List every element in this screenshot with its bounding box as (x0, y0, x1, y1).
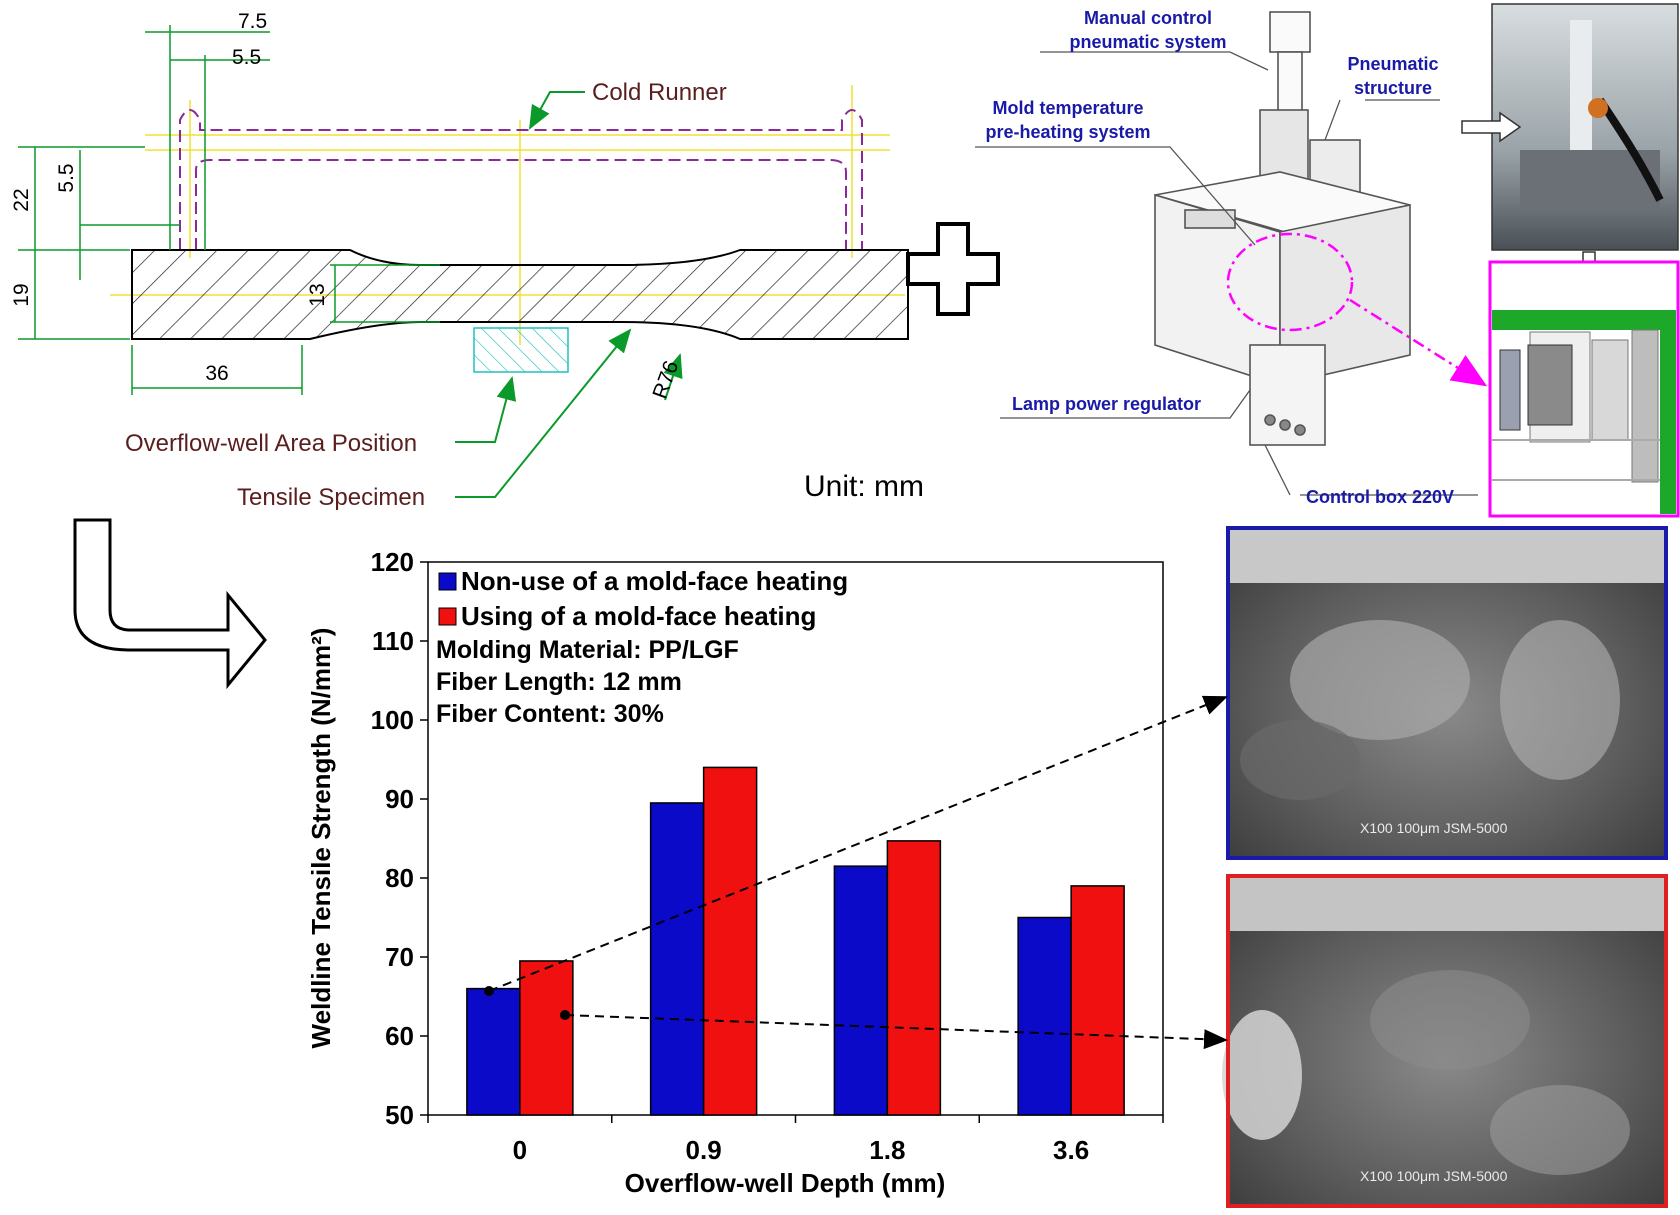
overflow-well-shape (473, 327, 569, 373)
bar-chart: 50 60 70 80 90 100 110 120 0 0.9 1.8 3.6 Weldline … (306, 547, 1164, 1198)
y-tick-label: 90 (385, 784, 414, 814)
bars (466, 766, 1125, 1116)
bar-heating (1070, 885, 1125, 1116)
zoom-pointer (1349, 298, 1488, 387)
dim-5-5-top: 5.5 (232, 46, 261, 69)
legend-swatch-0 (438, 572, 457, 591)
y-tick-label: 110 (372, 626, 414, 656)
tensile-specimen-label: Tensile Specimen (237, 484, 425, 511)
annotation-material: Molding Material: PP/LGF (436, 636, 739, 664)
sem-image-top: X100 100μm JSM-5000 (1226, 526, 1668, 860)
bar-heating (519, 960, 574, 1116)
apparatus-drawing (1154, 11, 1411, 446)
dim-22: 22 (10, 188, 33, 211)
legend-label-0: Non-use of a mold-face heating (461, 566, 848, 596)
legend: Non-use of a mold-face heating Using of … (438, 566, 848, 631)
cold-runner-label: Cold Runner (592, 79, 727, 106)
y-tick-label: 50 (385, 1100, 414, 1130)
annotation-fiber-content: Fiber Content: 30% (436, 700, 664, 728)
y-tick-label: 120 (371, 547, 414, 577)
x-axis-label: Overflow-well Depth (mm) (625, 1168, 946, 1198)
unit-label: Unit: mm (804, 470, 924, 503)
bar-non-heating (1017, 916, 1072, 1116)
y-tick-label: 70 (385, 942, 414, 972)
bar-non-heating (833, 865, 889, 1116)
bar-non-heating (649, 802, 705, 1116)
x-tick-label: 0 (513, 1135, 527, 1165)
y-axis: 50 60 70 80 90 100 110 120 (371, 547, 428, 1130)
heating-zone-highlight (1226, 232, 1354, 332)
control-box-label: Control box 220V (1306, 487, 1454, 507)
bar-non-heating (466, 987, 521, 1116)
dim-7-5: 7.5 (238, 10, 267, 33)
y-tick-label: 60 (385, 1021, 414, 1051)
sem-bottom-caption: X100 100μm JSM-5000 (1360, 1168, 1508, 1184)
y-tick-label: 100 (371, 705, 414, 735)
apparatus-photo (1491, 3, 1679, 251)
dim-5-5-side: 5.5 (55, 163, 78, 192)
bar-heating (886, 840, 942, 1116)
lamp-regulator-label: Lamp power regulator (1012, 394, 1201, 414)
overflow-well-label: Overflow-well Area Position (125, 430, 417, 457)
y-axis-label: Weldline Tensile Strength (N/mm²) (306, 628, 336, 1049)
legend-swatch-1 (438, 607, 457, 626)
specimen-drawing: 7.5 5.5 22 5.5 19 13 36 R76 Cold Runner … (10, 10, 924, 511)
x-axis: 0 0.9 1.8 3.6 (427, 1115, 1164, 1165)
dim-19: 19 (10, 283, 33, 306)
bar-heating (702, 766, 758, 1116)
annotation-fiber-length: Fiber Length: 12 mm (436, 668, 682, 696)
curved-arrow-icon (73, 518, 267, 690)
zoom-detail (1488, 260, 1680, 518)
x-tick-label: 3.6 (1053, 1135, 1089, 1165)
dim-36: 36 (205, 362, 228, 385)
dim-r76: R76 (648, 358, 683, 402)
plus-icon (906, 222, 1000, 316)
sem-top-caption: X100 100μm JSM-5000 (1360, 820, 1508, 836)
legend-label-1: Using of a mold-face heating (461, 601, 816, 631)
photo-arrow-icon (1461, 111, 1522, 143)
y-tick-label: 80 (385, 863, 414, 893)
sem-pointers (484, 695, 1228, 1050)
sem-image-bottom: X100 100μm JSM-5000 (1222, 874, 1668, 1208)
dim-13: 13 (306, 283, 329, 306)
x-tick-label: 1.8 (869, 1135, 905, 1165)
x-tick-label: 0.9 (686, 1135, 722, 1165)
